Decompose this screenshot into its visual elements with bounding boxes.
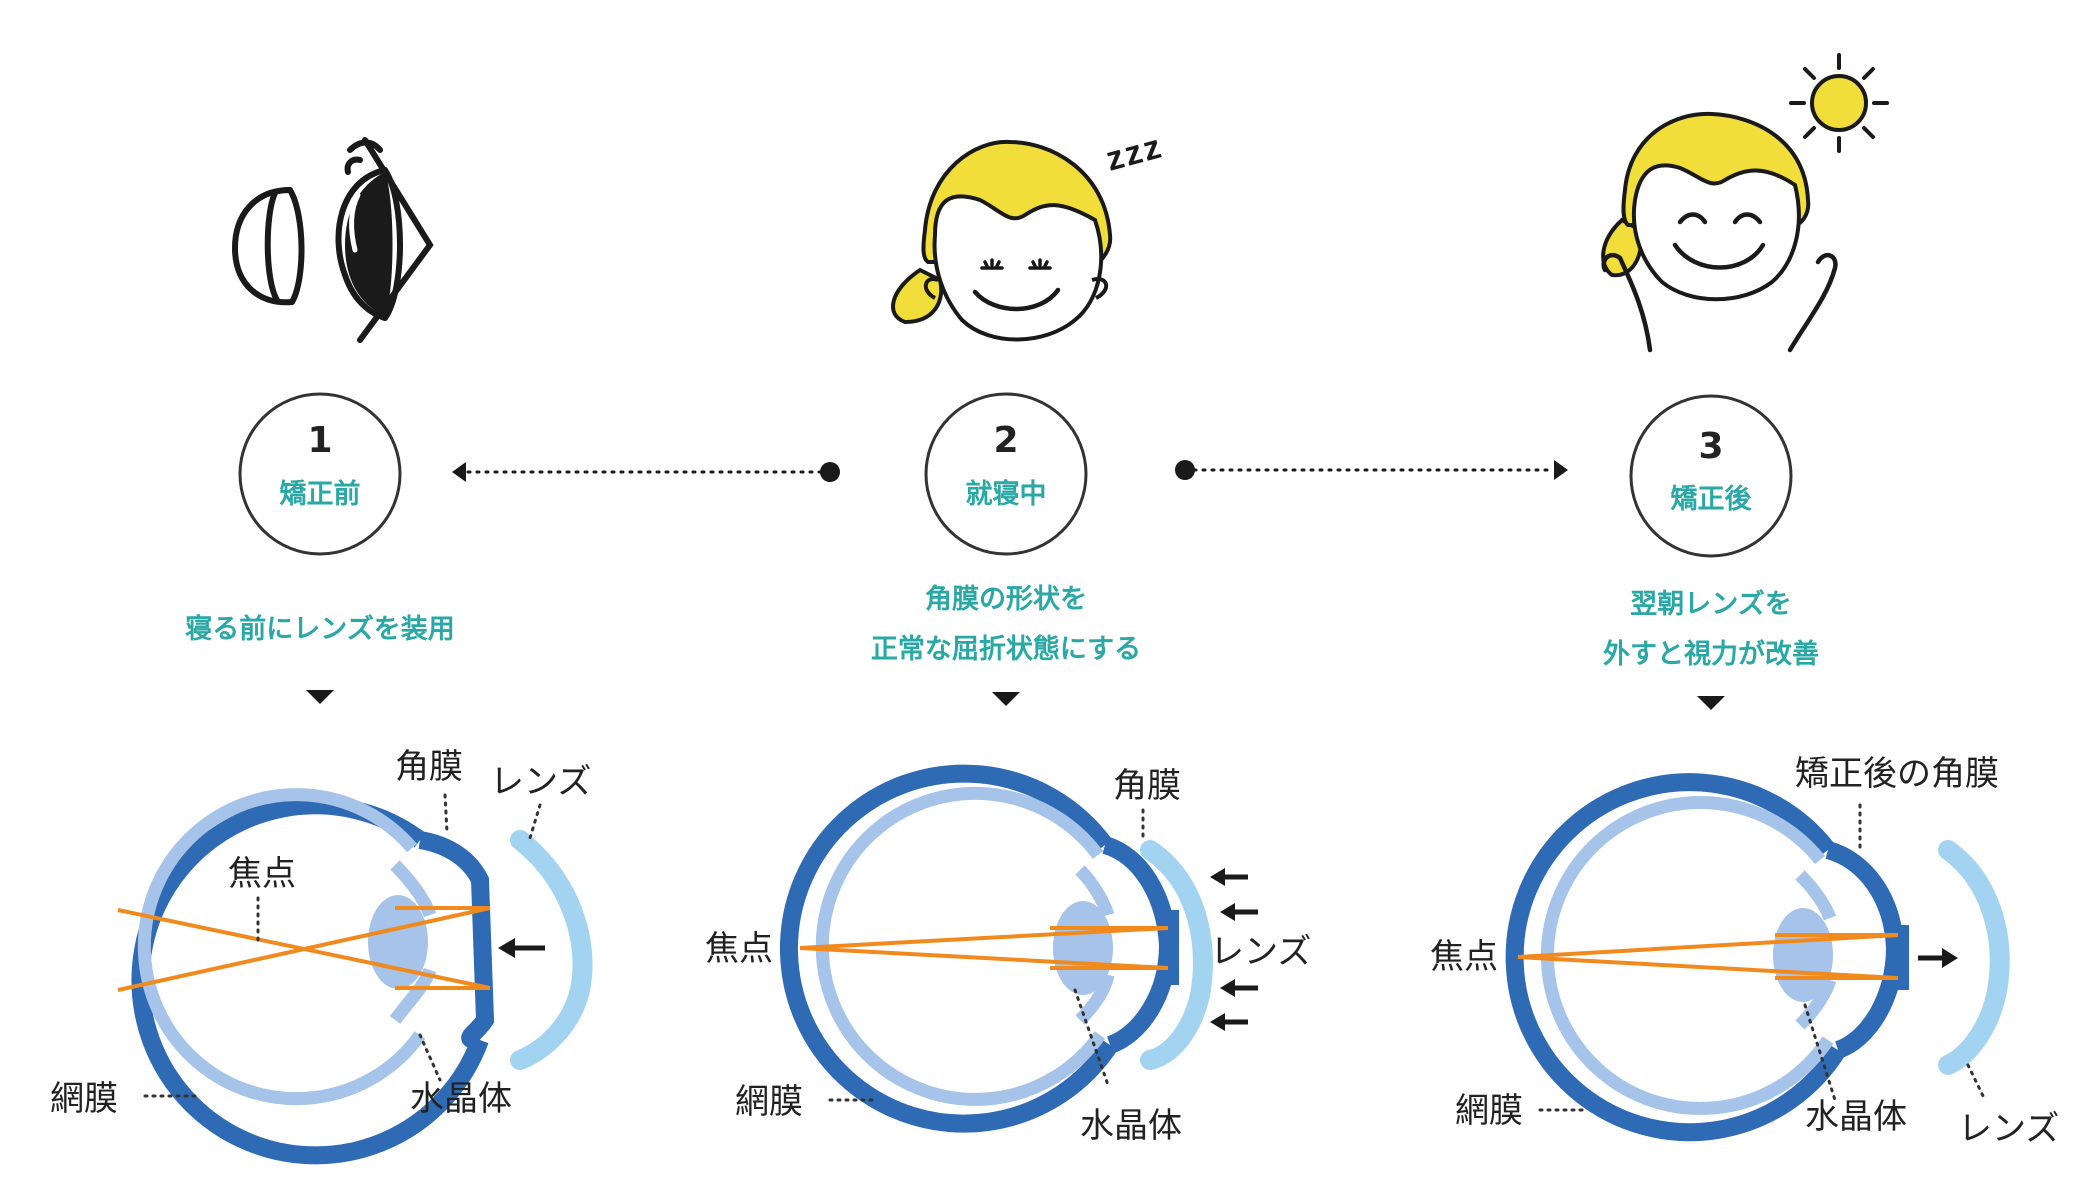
sleep-crystalline-label: 水晶体 <box>1080 1106 1182 1146</box>
contact-lens-worn <box>1140 840 1213 1070</box>
smile-mouth <box>972 287 1061 312</box>
after-lens-label: レンズ <box>1958 1109 2059 1149</box>
before-retina-label: 網膜 <box>50 1079 118 1119</box>
step-1-title: 矯正前 <box>280 478 361 510</box>
step-1-down-arrow <box>306 690 334 704</box>
happy-girl-with-sun-icon <box>1601 53 1889 353</box>
after-cornea-label: 矯正後の角膜 <box>1795 754 1999 794</box>
smile-mouth <box>1672 242 1766 270</box>
step-3-caption-line-1: 翌朝レンズを <box>1630 588 1791 620</box>
step-1-caption: 寝る前にレンズを装用 <box>185 613 454 645</box>
contact-lens-before <box>510 830 593 1070</box>
crystalline-lens <box>1773 908 1833 1002</box>
contact-lens-and-eye-icon <box>231 137 434 343</box>
eye-diagram-during-sleep: 角膜 レンズ 焦点 網膜 水晶体 <box>705 764 1311 1146</box>
left-arm <box>1601 252 1653 353</box>
eye-side-icon <box>335 137 434 343</box>
step-3-down-arrow <box>1697 696 1725 710</box>
sleep-retina-label: 網膜 <box>735 1082 803 1122</box>
eye-diagram-before: 角膜 レンズ 焦点 網膜 水晶体 <box>50 747 593 1165</box>
remove-arrow-icon <box>1918 948 1958 968</box>
before-cornea-label: 角膜 <box>395 747 463 787</box>
step-2-badge: 2 就寝中 <box>924 392 1088 556</box>
step-2-caption-line-1: 角膜の形状を <box>925 583 1087 615</box>
step-2-title: 就寝中 <box>966 478 1047 510</box>
after-retina-label: 網膜 <box>1455 1091 1523 1131</box>
before-focus-label: 焦点 <box>228 854 296 894</box>
contact-lens-icon <box>231 187 305 306</box>
closed-eyes-icon <box>972 258 1061 312</box>
step-1-badge: 1 矯正前 <box>238 392 402 556</box>
step-2-caption-line-2: 正常な屈折状態にする <box>871 633 1141 665</box>
after-focus-label: 焦点 <box>1430 937 1498 977</box>
step-3-badge: 3 矯正後 <box>1629 394 1793 558</box>
before-crystalline-label: 水晶体 <box>410 1079 512 1119</box>
sleeping-girl-icon: zzz <box>891 127 1167 342</box>
after-crystalline-label: 水晶体 <box>1805 1097 1907 1137</box>
before-lens-label: レンズ <box>490 762 591 802</box>
step-3-title: 矯正後 <box>1671 484 1753 515</box>
step-connectors <box>452 460 1568 482</box>
step-2-down-arrow <box>992 692 1020 706</box>
step-3-number: 3 <box>1698 426 1723 467</box>
sleep-cornea-label: 角膜 <box>1113 766 1181 806</box>
step-3-caption-line-2: 外すと視力が改善 <box>1603 638 1819 670</box>
crystalline-lens <box>1053 901 1113 995</box>
step-2-number: 2 <box>993 420 1018 461</box>
contact-lens-removed <box>1938 840 2010 1075</box>
push-arrow-icon <box>498 938 545 958</box>
sleep-focus-label: 焦点 <box>705 929 773 969</box>
sleep-zzz-text: zzz <box>1102 127 1167 178</box>
pressure-arrows-icon <box>1210 868 1258 1031</box>
right-arm <box>1787 252 1838 353</box>
sun-icon <box>1789 53 1889 153</box>
sleep-lens-label: レンズ <box>1210 932 1311 972</box>
eye-diagram-after: 矯正後の角膜 レンズ 焦点 網膜 水晶体 <box>1430 754 2059 1149</box>
step-1-number: 1 <box>307 420 332 461</box>
